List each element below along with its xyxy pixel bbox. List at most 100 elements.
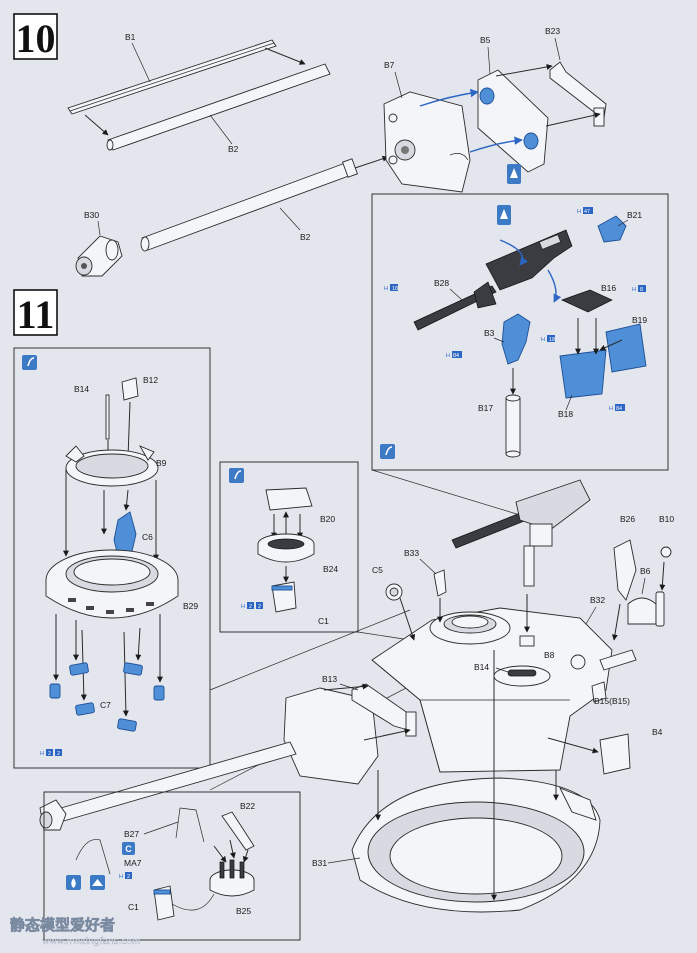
part-b18 (559, 349, 607, 399)
part-b6 (627, 597, 657, 625)
parts-c7-periscopes (49, 614, 165, 732)
svg-text:2: 2 (258, 604, 261, 610)
part-b14 (105, 394, 110, 440)
label-b14-b: B14 (474, 662, 489, 672)
label-b28: B28 (434, 278, 449, 288)
part-c5 (385, 583, 403, 601)
paint-h2a: H 2 2 (40, 749, 62, 757)
label-b8: B8 (544, 650, 555, 660)
part-b16 (561, 289, 613, 313)
label-ma7: MA7 (124, 858, 142, 868)
label-b3: B3 (484, 328, 495, 338)
label-b1: B1 (125, 32, 136, 42)
paint-h18b: H 18 (541, 335, 555, 343)
paint-h18a: H 18 (384, 284, 398, 292)
watermark-url: www.moxingfans.com (42, 937, 141, 947)
detail-box-cupola: B14 B12 B9 C6 (13, 347, 211, 769)
cement-icon (122, 842, 135, 855)
label-b21: B21 (627, 210, 642, 220)
label-c1-a: C1 (318, 616, 329, 626)
svg-text:H: H (632, 287, 636, 293)
part-b4 (599, 733, 631, 775)
label-b19: B19 (632, 315, 647, 325)
part-b21 (597, 215, 627, 243)
step-11: 11 (13, 289, 58, 337)
label-b23: B23 (545, 26, 560, 36)
step-11-number: 11 (17, 292, 55, 337)
label-c1-b: C1 (128, 902, 139, 912)
part-b19 (605, 323, 647, 373)
label-b26: B26 (620, 514, 635, 524)
part-b2-upper-rod (106, 63, 331, 151)
step-10: 10 B1 B2 B2 B (13, 13, 607, 277)
part-b30 (75, 235, 123, 277)
label-b13: B13 (322, 674, 337, 684)
part-b23 (549, 61, 607, 127)
part-b1-rod (67, 39, 277, 115)
label-b24: B24 (323, 564, 338, 574)
part-b9-hatch (65, 445, 159, 487)
label-c7: C7 (100, 700, 111, 710)
part-mg-body (413, 229, 573, 331)
svg-text:H: H (609, 406, 613, 412)
paint-h2b: H 2 2 (241, 602, 263, 610)
svg-text:2: 2 (57, 751, 60, 757)
connector-top (371, 469, 521, 516)
detail-box-hatch: B20 B24 C1 H 2 2 (219, 461, 359, 633)
label-c5: C5 (372, 565, 383, 575)
svg-text:84: 84 (453, 353, 459, 359)
label-b29: B29 (183, 601, 198, 611)
paint-h8: H 8 (632, 285, 646, 293)
step-11-box (13, 289, 58, 336)
turret-barrel (53, 741, 297, 823)
label-b32: B32 (590, 595, 605, 605)
part-b24 (257, 533, 315, 563)
label-b15: B15(B15) (594, 696, 630, 706)
label-b14-a: B14 (74, 384, 89, 394)
connector-mid (357, 631, 411, 641)
part-b22 (221, 811, 255, 851)
label-b9: B9 (156, 458, 167, 468)
label-b27: B27 (124, 829, 139, 839)
part-b7-mantlet (383, 91, 471, 193)
paint-h84b: H 84 (609, 404, 625, 412)
svg-text:C: C (125, 844, 132, 854)
detail-box-mg: B28 H 18 B21 H 47 B16 H 8 B3 H (371, 193, 669, 471)
svg-text:H: H (241, 604, 245, 610)
label-b20: B20 (320, 514, 335, 524)
label-b12: B12 (143, 375, 158, 385)
part-b17 (505, 394, 521, 458)
svg-text:H: H (40, 751, 44, 757)
step-10-number: 10 (16, 16, 56, 61)
svg-text:H: H (384, 286, 388, 292)
turret-mg (451, 479, 591, 587)
part-b29-cupola (45, 549, 179, 619)
label-c6: C6 (142, 532, 153, 542)
part-b20 (265, 487, 313, 511)
svg-text:H: H (446, 353, 450, 359)
svg-text:2: 2 (48, 751, 51, 757)
paint-h47: H 47 (577, 207, 593, 215)
watermark: 静态模型爱好者 www.moxingfans.com (10, 916, 141, 947)
label-b25: B25 (236, 906, 251, 916)
svg-text:H: H (577, 209, 581, 215)
watermark-title: 静态模型爱好者 (10, 916, 115, 934)
svg-text:8: 8 (640, 287, 643, 293)
svg-text:H: H (541, 337, 545, 343)
part-c1-b (153, 885, 175, 921)
part-b8 (519, 635, 535, 647)
label-b2-b: B2 (300, 232, 311, 242)
label-b10: B10 (659, 514, 674, 524)
glue-icon-symbol (510, 168, 518, 178)
part-b26 (613, 539, 637, 601)
label-b30: B30 (84, 210, 99, 220)
svg-text:2: 2 (127, 874, 130, 880)
label-b16: B16 (601, 283, 616, 293)
part-b15 (591, 681, 607, 703)
svg-text:H: H (119, 874, 123, 880)
paint-h84a: H 84 (446, 351, 462, 359)
part-b3 (501, 313, 531, 365)
part-b12 (121, 377, 139, 401)
label-b22: B22 (240, 801, 255, 811)
